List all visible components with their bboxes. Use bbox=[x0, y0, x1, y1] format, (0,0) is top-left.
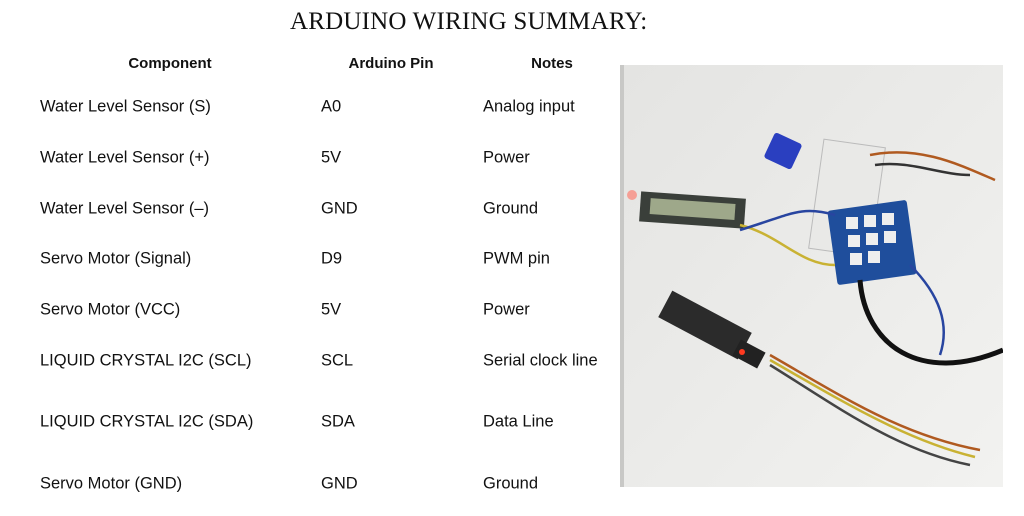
component-cell: Servo Motor (Signal) bbox=[40, 249, 192, 268]
notes-cell: Data Line bbox=[483, 412, 554, 431]
notes-cell: Power bbox=[483, 148, 530, 167]
component-cell: LIQUID CRYSTAL I2C (SCL) bbox=[40, 351, 252, 370]
component-cell: Water Level Sensor (–) bbox=[40, 199, 210, 218]
pin-cell: GND bbox=[321, 474, 358, 493]
servo-motor bbox=[764, 132, 802, 170]
pin-cell: GND bbox=[321, 199, 358, 218]
component-cell: LIQUID CRYSTAL I2C (SDA) bbox=[40, 412, 254, 431]
component-cell: Water Level Sensor (S) bbox=[40, 97, 211, 116]
pin-cell: A0 bbox=[321, 97, 342, 116]
component-cell: Servo Motor (VCC) bbox=[40, 300, 181, 319]
pin-cell: SDA bbox=[321, 412, 355, 431]
pin-cell: 5V bbox=[321, 300, 342, 319]
notes-cell: Power bbox=[483, 300, 530, 319]
notes-cell: PWM pin bbox=[483, 249, 550, 268]
notes-cell: Ground bbox=[483, 199, 539, 218]
header-arduino-pin: Arduino Pin bbox=[348, 55, 434, 72]
page-title: ARDUINO WIRING SUMMARY: bbox=[290, 8, 648, 35]
photo-background bbox=[620, 65, 1003, 487]
notes-cell: Ground bbox=[483, 474, 539, 493]
notes-cell: Serial clock line bbox=[483, 351, 598, 370]
sensor-led bbox=[739, 349, 745, 355]
circuit-photo bbox=[620, 65, 1003, 487]
header-component: Component bbox=[128, 55, 212, 72]
header-notes: Notes bbox=[531, 55, 573, 72]
component-cell: Water Level Sensor (+) bbox=[40, 148, 210, 167]
pin-cell: 5V bbox=[321, 148, 342, 167]
component-cell: Servo Motor (GND) bbox=[40, 474, 183, 493]
pin-cell: D9 bbox=[321, 249, 343, 268]
notes-cell: Analog input bbox=[483, 97, 575, 116]
water-level-sensor bbox=[658, 290, 752, 360]
pin-cell: SCL bbox=[321, 351, 354, 370]
